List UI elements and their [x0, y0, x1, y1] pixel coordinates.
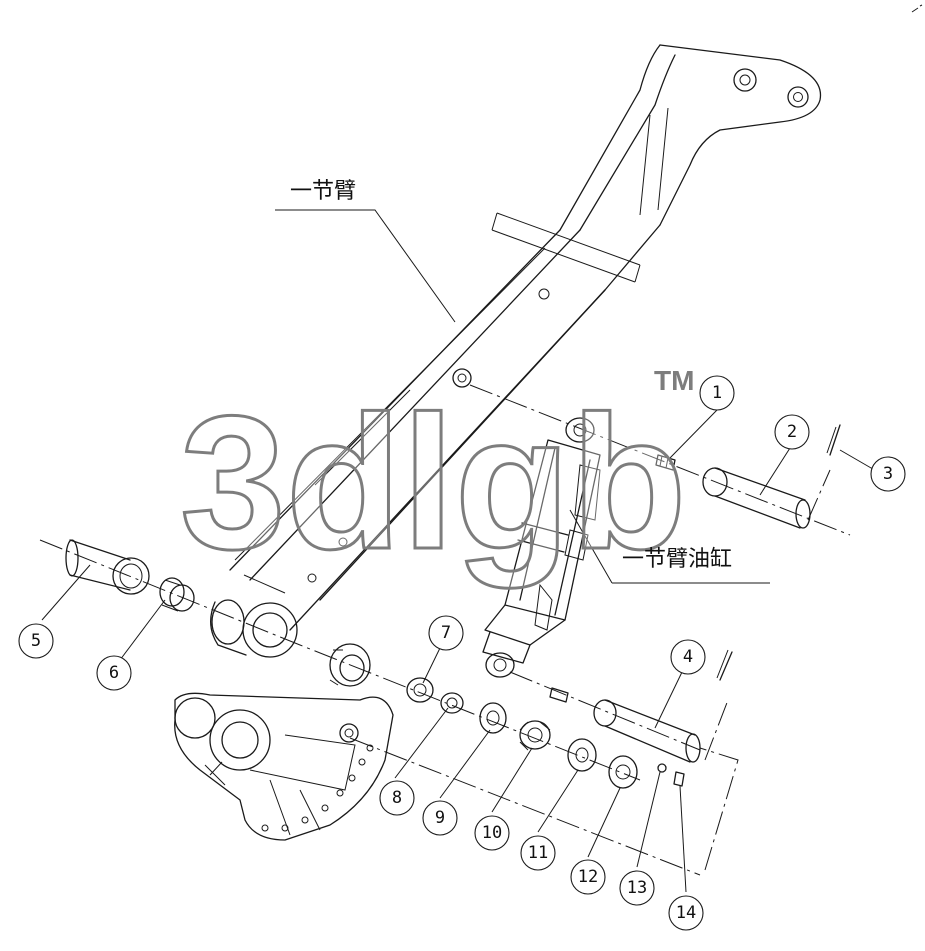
callout-number: 6	[109, 663, 119, 683]
callout-number: 1	[712, 383, 722, 403]
callout-10: 10	[474, 815, 510, 851]
callout-number: 3	[883, 464, 893, 484]
arm-cylinder	[482, 417, 601, 678]
label-arm: 一节臂	[290, 179, 356, 204]
callout-number: 7	[441, 623, 451, 643]
callout-3: 3	[870, 456, 906, 492]
callout-4: 4	[670, 639, 706, 675]
watermark: 3dlgb TM	[179, 365, 695, 591]
callout-13: 13	[619, 870, 655, 906]
watermark-text: 3dlgb	[180, 377, 687, 589]
callout-number: 10	[482, 823, 502, 843]
small-parts	[65, 424, 841, 789]
callout-number: 9	[435, 808, 445, 828]
callout-14: 14	[668, 895, 704, 931]
callout-number: 5	[31, 631, 41, 651]
callout-1: 1	[699, 375, 735, 411]
callout-5: 5	[18, 623, 54, 659]
callout-number: 14	[676, 903, 696, 923]
boom-arm	[210, 44, 822, 658]
callout-8: 8	[379, 780, 415, 816]
callout-9: 9	[422, 800, 458, 836]
corner-mark	[911, 4, 923, 13]
callout-number: 4	[683, 647, 693, 667]
callout-6: 6	[96, 655, 132, 691]
callout-number: 13	[627, 878, 647, 898]
callout-7: 7	[428, 615, 464, 651]
rotary-base	[174, 692, 394, 841]
callout-2: 2	[774, 414, 810, 450]
callout-11: 11	[520, 835, 556, 871]
callout-number: 12	[578, 867, 598, 887]
callout-number: 8	[392, 788, 402, 808]
watermark-trademark: TM	[654, 365, 694, 396]
callout-number: 2	[787, 422, 797, 442]
label-arm-cylinder: 一节臂油缸	[622, 547, 732, 572]
callout-number: 11	[528, 843, 548, 863]
leader-lines	[41, 209, 879, 893]
center-lines	[39, 384, 851, 876]
callout-12: 12	[570, 859, 606, 895]
